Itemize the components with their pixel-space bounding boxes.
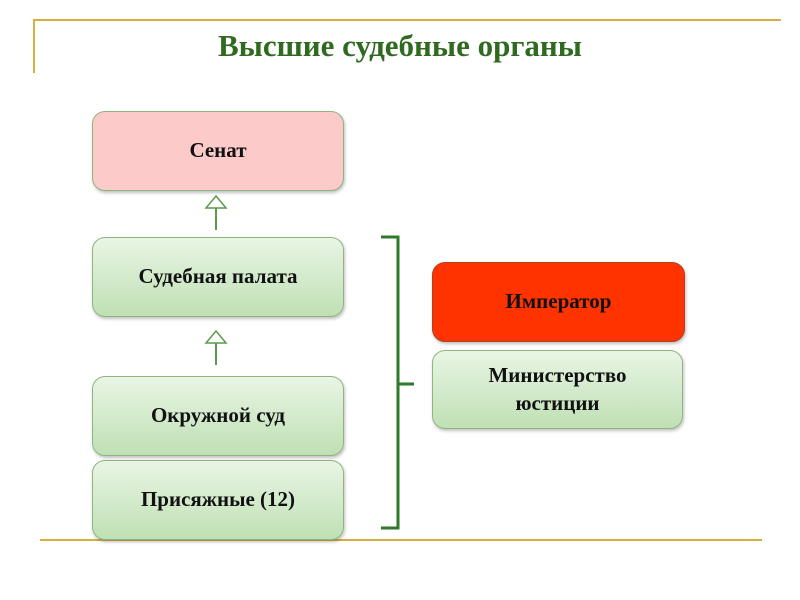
top-rule: [33, 19, 781, 21]
district-court-box: Окружной суд: [92, 376, 344, 456]
emperor-box: Император: [432, 262, 685, 342]
bracket: [381, 235, 414, 530]
jurors-box: Присяжные (12): [92, 460, 344, 540]
page-title: Высшие судебные органы: [218, 28, 582, 63]
senate-box: Сенат: [92, 111, 344, 191]
arrow-up-icon: [204, 329, 228, 365]
left-rule: [33, 19, 35, 73]
arrow-up-icon: [204, 194, 228, 230]
ministry-box: Министерство юстиции: [432, 350, 683, 429]
judicial-chamber-box: Судебная палата: [92, 237, 344, 317]
bottom-rule: [40, 539, 762, 541]
